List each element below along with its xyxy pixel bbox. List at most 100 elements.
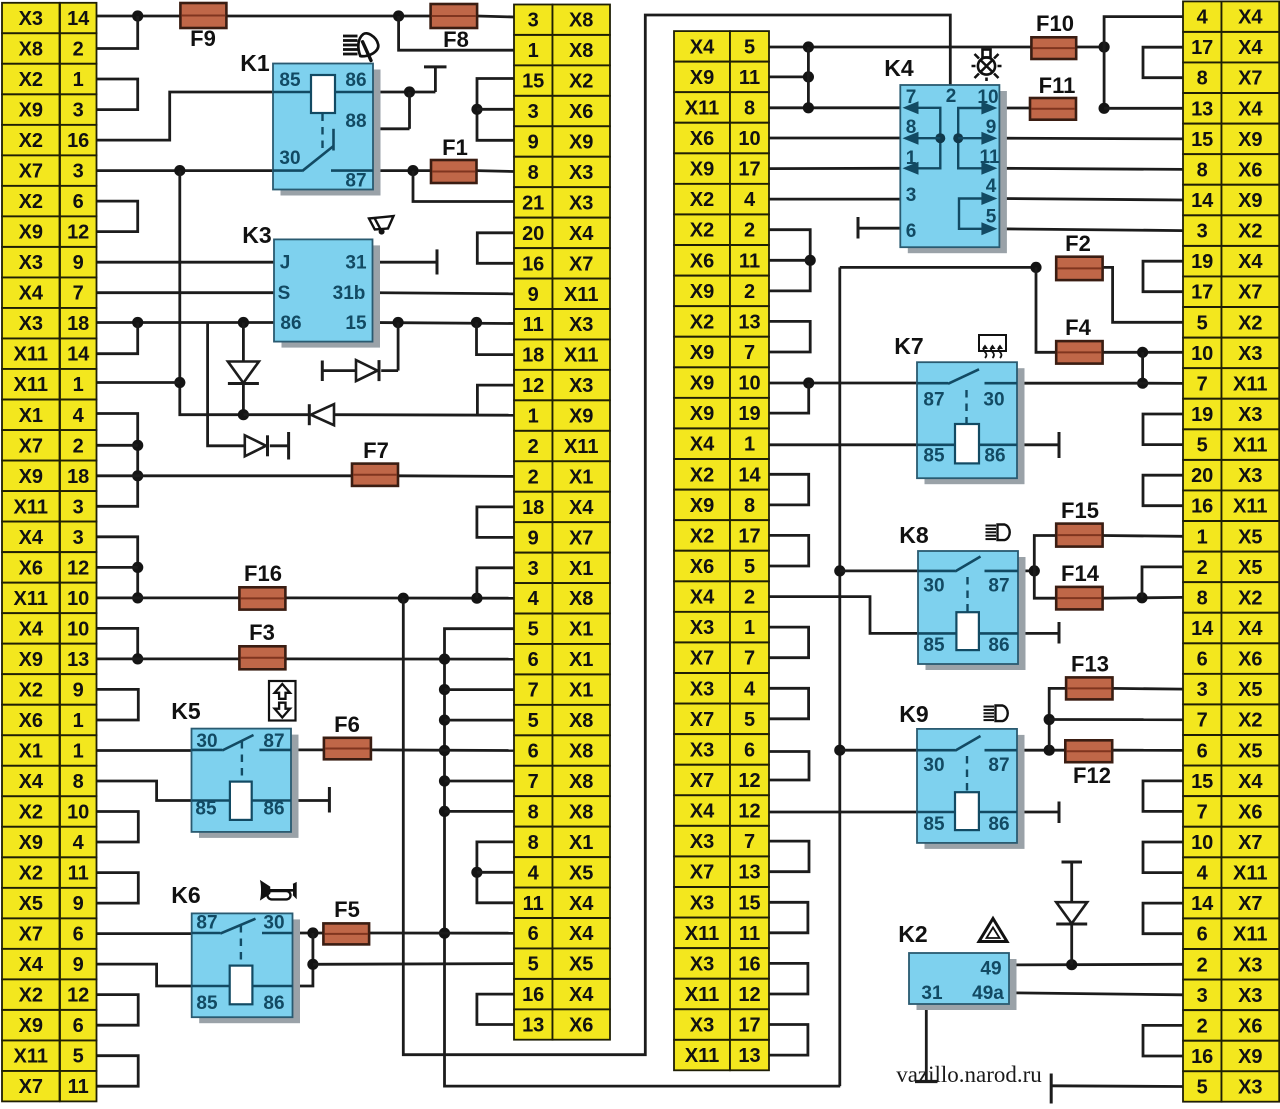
svg-text:X11: X11: [14, 496, 48, 518]
svg-text:86: 86: [988, 635, 1009, 656]
svg-text:F6: F6: [334, 712, 360, 737]
svg-text:F5: F5: [334, 897, 360, 922]
svg-text:X9: X9: [1238, 1046, 1262, 1068]
svg-text:21: 21: [522, 192, 544, 214]
svg-text:8: 8: [1197, 159, 1208, 181]
svg-text:7: 7: [744, 342, 755, 364]
svg-text:14: 14: [67, 8, 90, 30]
svg-text:8: 8: [528, 162, 539, 184]
svg-text:X7: X7: [569, 527, 593, 549]
svg-text:3: 3: [528, 101, 539, 123]
svg-text:X8: X8: [569, 588, 593, 610]
svg-text:X2: X2: [690, 311, 714, 333]
svg-text:X4: X4: [19, 771, 44, 793]
svg-text:X2: X2: [1238, 312, 1262, 334]
svg-text:30: 30: [263, 913, 284, 934]
svg-text:2: 2: [73, 435, 84, 457]
svg-text:3: 3: [1197, 221, 1208, 243]
svg-text:11: 11: [739, 923, 760, 945]
svg-text:5: 5: [528, 710, 539, 732]
svg-text:X4: X4: [1238, 7, 1263, 29]
svg-text:X7: X7: [1238, 68, 1262, 90]
svg-text:5: 5: [744, 556, 755, 578]
svg-text:4: 4: [528, 862, 540, 884]
svg-text:6: 6: [1197, 924, 1208, 946]
svg-text:K8: K8: [899, 522, 929, 548]
svg-text:X9: X9: [19, 1015, 43, 1037]
svg-text:X2: X2: [1238, 221, 1262, 243]
svg-text:X11: X11: [1233, 435, 1267, 457]
svg-text:15: 15: [1191, 129, 1213, 151]
svg-text:4: 4: [744, 678, 756, 700]
svg-text:30: 30: [923, 755, 944, 776]
svg-text:X11: X11: [1233, 373, 1267, 395]
svg-text:X3: X3: [1238, 465, 1262, 487]
svg-text:X6: X6: [690, 250, 714, 272]
svg-text:17: 17: [738, 1015, 760, 1037]
svg-text:14: 14: [738, 464, 761, 486]
svg-text:7: 7: [528, 680, 539, 702]
svg-text:F10: F10: [1036, 11, 1074, 36]
svg-text:K1: K1: [240, 50, 270, 76]
svg-text:X4: X4: [1238, 251, 1263, 273]
svg-text:X5: X5: [19, 893, 43, 915]
svg-text:X8: X8: [569, 741, 593, 763]
svg-text:5: 5: [73, 1046, 84, 1068]
svg-text:2: 2: [946, 86, 957, 107]
svg-text:3: 3: [73, 100, 84, 122]
svg-text:X2: X2: [690, 189, 714, 211]
svg-text:18: 18: [67, 466, 89, 488]
svg-text:X5: X5: [569, 862, 593, 884]
svg-text:X3: X3: [1238, 954, 1262, 976]
svg-text:10: 10: [738, 128, 760, 150]
svg-text:X7: X7: [690, 648, 714, 670]
svg-text:2: 2: [528, 436, 539, 458]
svg-text:X1: X1: [19, 405, 43, 427]
svg-text:X3: X3: [690, 678, 714, 700]
svg-text:6: 6: [528, 649, 539, 671]
svg-text:15: 15: [345, 313, 367, 334]
svg-text:X6: X6: [1238, 159, 1262, 181]
svg-text:X3: X3: [690, 1015, 714, 1037]
svg-text:87: 87: [988, 576, 1009, 597]
svg-text:5: 5: [986, 207, 997, 228]
svg-text:85: 85: [196, 993, 218, 1014]
svg-text:X4: X4: [569, 223, 594, 245]
svg-text:12: 12: [738, 801, 760, 823]
svg-text:K6: K6: [171, 882, 200, 908]
svg-text:X9: X9: [690, 342, 714, 364]
svg-text:X3: X3: [1238, 1077, 1262, 1099]
svg-text:X6: X6: [1238, 1015, 1262, 1037]
svg-text:85: 85: [923, 814, 945, 835]
svg-text:4: 4: [744, 189, 756, 211]
svg-text:F4: F4: [1065, 315, 1091, 340]
svg-text:X1: X1: [569, 466, 593, 488]
svg-text:X6: X6: [690, 128, 714, 150]
svg-text:X2: X2: [690, 220, 714, 242]
svg-text:X2: X2: [19, 130, 43, 152]
svg-text:X4: X4: [19, 527, 44, 549]
svg-text:X1: X1: [19, 741, 43, 763]
svg-text:7: 7: [528, 771, 539, 793]
svg-text:31b: 31b: [333, 283, 366, 304]
svg-text:7: 7: [73, 283, 84, 305]
svg-text:X6: X6: [1238, 801, 1262, 823]
svg-text:7: 7: [1197, 801, 1208, 823]
svg-text:X11: X11: [14, 588, 48, 610]
svg-text:11: 11: [739, 67, 760, 89]
svg-text:30: 30: [983, 390, 1004, 411]
svg-text:K4: K4: [884, 55, 914, 81]
svg-text:X11: X11: [564, 345, 598, 367]
svg-text:49a: 49a: [972, 983, 1004, 1004]
svg-text:3: 3: [1197, 679, 1208, 701]
svg-text:6: 6: [528, 741, 539, 763]
svg-text:15: 15: [1191, 771, 1213, 793]
svg-text:13: 13: [1191, 98, 1213, 120]
svg-text:F13: F13: [1071, 652, 1109, 677]
svg-text:X11: X11: [1233, 863, 1267, 885]
svg-text:18: 18: [522, 345, 544, 367]
svg-text:X7: X7: [19, 435, 43, 457]
svg-text:16: 16: [1191, 1046, 1213, 1068]
svg-text:2: 2: [1197, 954, 1208, 976]
svg-text:16: 16: [738, 953, 760, 975]
